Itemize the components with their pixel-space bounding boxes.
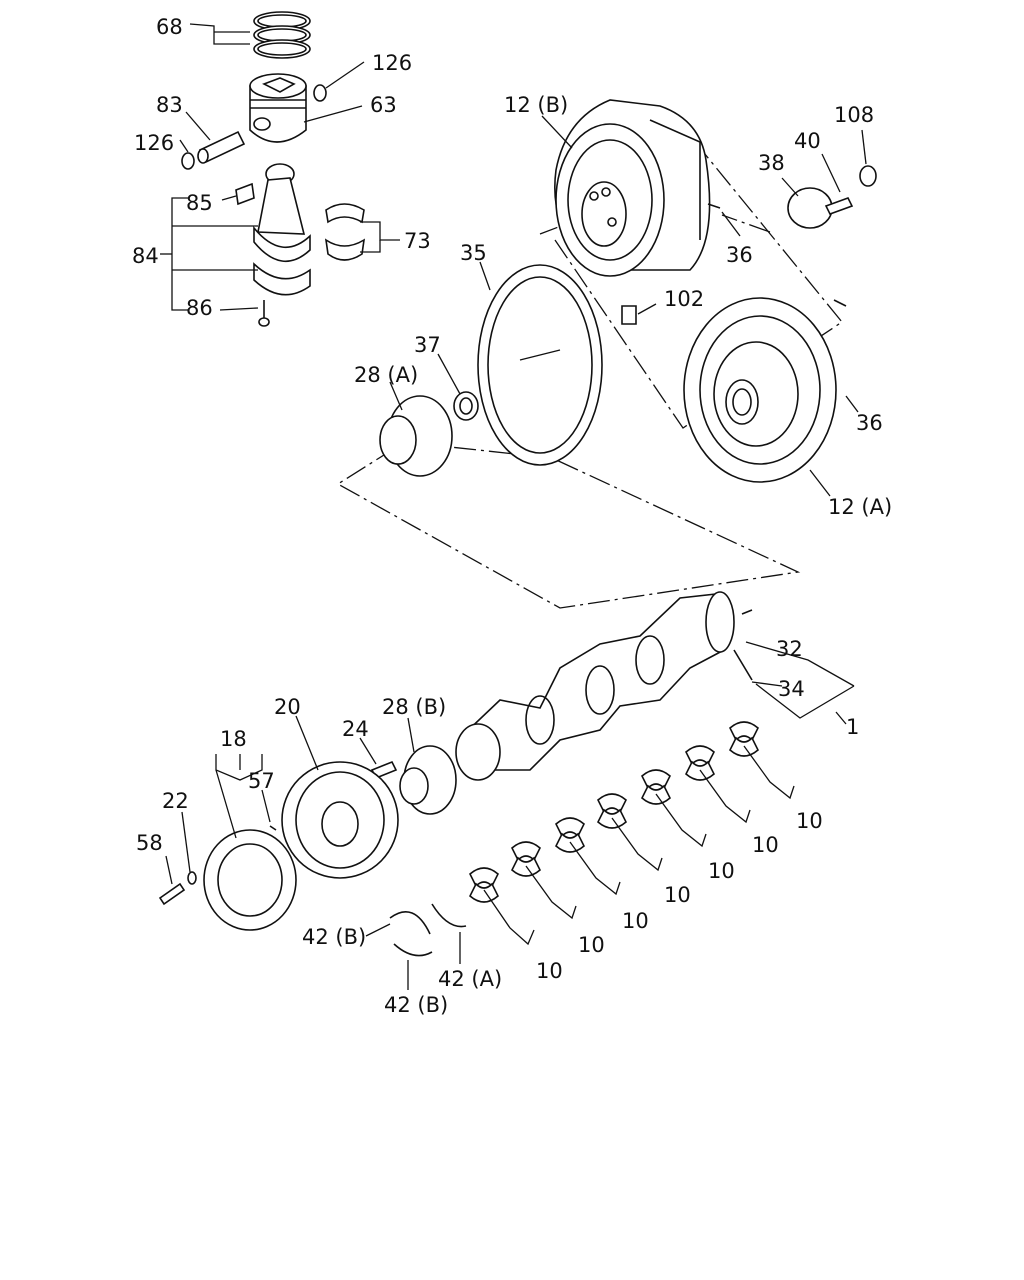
pulley-washer [187,871,197,885]
flywheel-dowel-pins [621,203,847,325]
label-83: 83 [156,93,183,117]
flywheel-housing [554,99,711,277]
crankshaft-gear-b [399,745,457,815]
crankshaft [455,591,753,781]
label-10-5: 10 [622,909,649,933]
label-10-1: 10 [796,809,823,833]
label-84: 84 [132,244,159,268]
label-57: 57 [248,769,275,793]
thrust-washers [389,903,467,957]
label-12-a: 12 (A) [828,495,892,519]
piston-rings [253,11,311,59]
label-42-a: 42 (A) [438,967,502,991]
label-37: 37 [414,333,441,357]
label-73: 73 [404,229,431,253]
label-36-lower: 36 [856,411,883,435]
ring-gear [477,264,603,466]
label-10-4: 10 [664,883,691,907]
label-32: 32 [776,637,803,661]
flywheel-snap-ring [859,165,877,187]
label-108: 108 [834,103,874,127]
flywheel [683,297,837,483]
label-68: 68 [156,15,183,39]
label-10-2: 10 [752,833,779,857]
label-35: 35 [460,241,487,265]
label-58: 58 [136,831,163,855]
label-20: 20 [274,695,301,719]
small-end-bushing [235,182,255,206]
label-34: 34 [778,677,805,701]
label-86: 86 [186,296,213,320]
label-102: 102 [664,287,704,311]
connecting-rod [253,163,311,263]
label-22: 22 [162,789,189,813]
label-126-upper: 126 [372,51,412,75]
damper [203,829,297,931]
connecting-rod-bearings [324,203,366,261]
label-36-upper: 36 [726,243,753,267]
pulley-bolt [158,882,186,906]
label-12-b: 12 (B) [504,93,568,117]
label-63: 63 [370,93,397,117]
label-85: 85 [186,191,213,215]
label-42-b-upper: 42 (B) [302,925,366,949]
label-38: 38 [758,151,785,175]
label-126-lower: 126 [134,131,174,155]
connecting-rod-cap [253,262,311,296]
label-10-3: 10 [708,859,735,883]
snap-ring-upper [313,84,327,102]
part-labels: 68 126 83 63 126 85 73 84 86 12 (B) 108 … [132,15,892,1017]
label-24: 24 [342,717,369,741]
label-10-6: 10 [578,933,605,957]
crank-pulley [281,761,399,879]
label-18: 18 [220,727,247,751]
label-28-b: 28 (B) [382,695,446,719]
label-40: 40 [794,129,821,153]
flywheel-bolt [824,197,854,215]
main-bearings [469,721,759,903]
label-1: 1 [846,715,859,739]
label-28-a: 28 (A) [354,363,418,387]
pulley-key [269,825,277,831]
label-42-b-lower: 42 (B) [384,993,448,1017]
connecting-rod-bolt [258,300,270,327]
flywheel-washer-plate [787,187,833,229]
snap-ring-lower [181,152,195,170]
crankshaft-gear-a [379,395,453,477]
label-10-7: 10 [536,959,563,983]
leader-lines [160,23,867,990]
piston [249,73,307,143]
crankshaft-pilot-bearing [453,391,479,421]
piston-pin [197,130,246,164]
